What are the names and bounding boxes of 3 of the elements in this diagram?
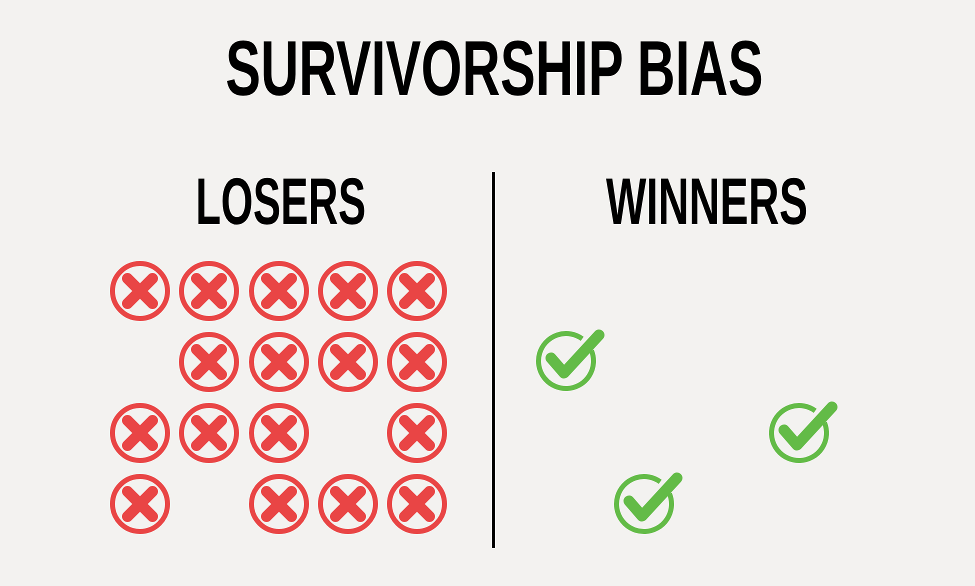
title: SURVIVORSHIP BIAS — [224, 29, 763, 107]
column-heading: LOSERS — [195, 168, 366, 234]
column-heading: WINNERS — [606, 168, 808, 234]
